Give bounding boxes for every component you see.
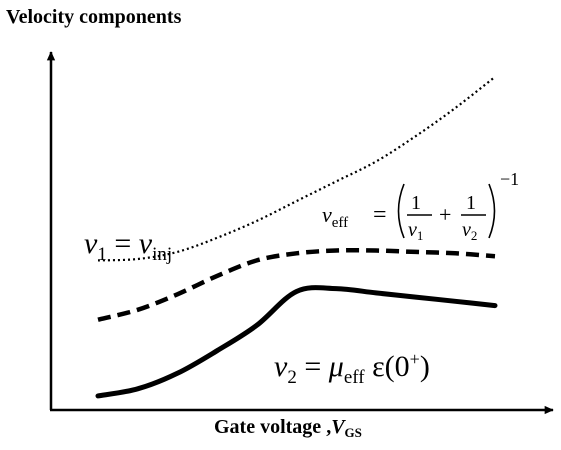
svg-text:v2: v2 bbox=[462, 219, 477, 243]
svg-text:veff: veff bbox=[322, 202, 348, 231]
svg-text:+: + bbox=[439, 202, 451, 227]
svg-text:=: = bbox=[373, 202, 387, 228]
svg-text:1: 1 bbox=[466, 192, 476, 214]
series-line-dashed bbox=[97, 248, 496, 322]
svg-text:1: 1 bbox=[411, 192, 421, 214]
series-line-dotted bbox=[97, 76, 496, 262]
v1-equation: v1 = vinj bbox=[84, 227, 172, 265]
svg-text:v1: v1 bbox=[408, 219, 423, 243]
x-axis-label: Gate voltage ,VGS bbox=[214, 416, 362, 440]
svg-text:−1: −1 bbox=[500, 169, 519, 189]
y-axis-label: Velocity components bbox=[6, 6, 182, 28]
veff-equation: veff = 1 v1 + 1 v2 −1 bbox=[322, 169, 519, 243]
v2-equation: v2 = μeff ε(0+) bbox=[274, 349, 430, 388]
series-line-solid bbox=[95, 285, 498, 399]
